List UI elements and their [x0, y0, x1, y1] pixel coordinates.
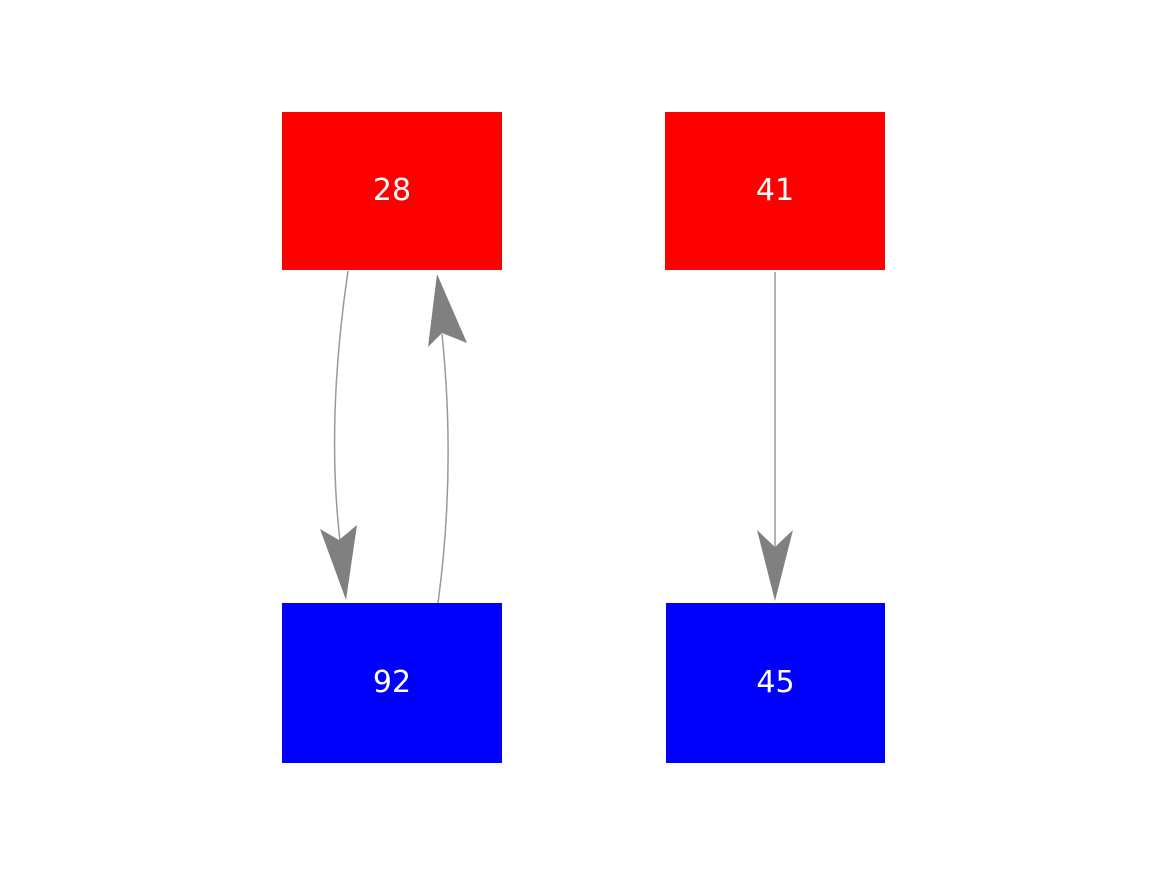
node-28-label: 28 — [372, 173, 412, 208]
edge-92-28-arrowhead-icon — [428, 274, 467, 347]
node-41-label: 41 — [755, 173, 795, 208]
edge-28-92-line — [333, 270, 349, 542]
node-92: 92 — [282, 603, 502, 763]
node-45: 45 — [666, 603, 885, 763]
edge-28-92-arrowhead-icon — [320, 525, 357, 600]
node-45-label: 45 — [756, 665, 795, 700]
edge-92-28-line — [437, 333, 449, 604]
edge-41-45-arrowhead-icon — [757, 530, 793, 601]
node-41: 41 — [665, 112, 885, 270]
node-28: 28 — [282, 112, 502, 270]
node-92-label: 92 — [372, 665, 412, 700]
